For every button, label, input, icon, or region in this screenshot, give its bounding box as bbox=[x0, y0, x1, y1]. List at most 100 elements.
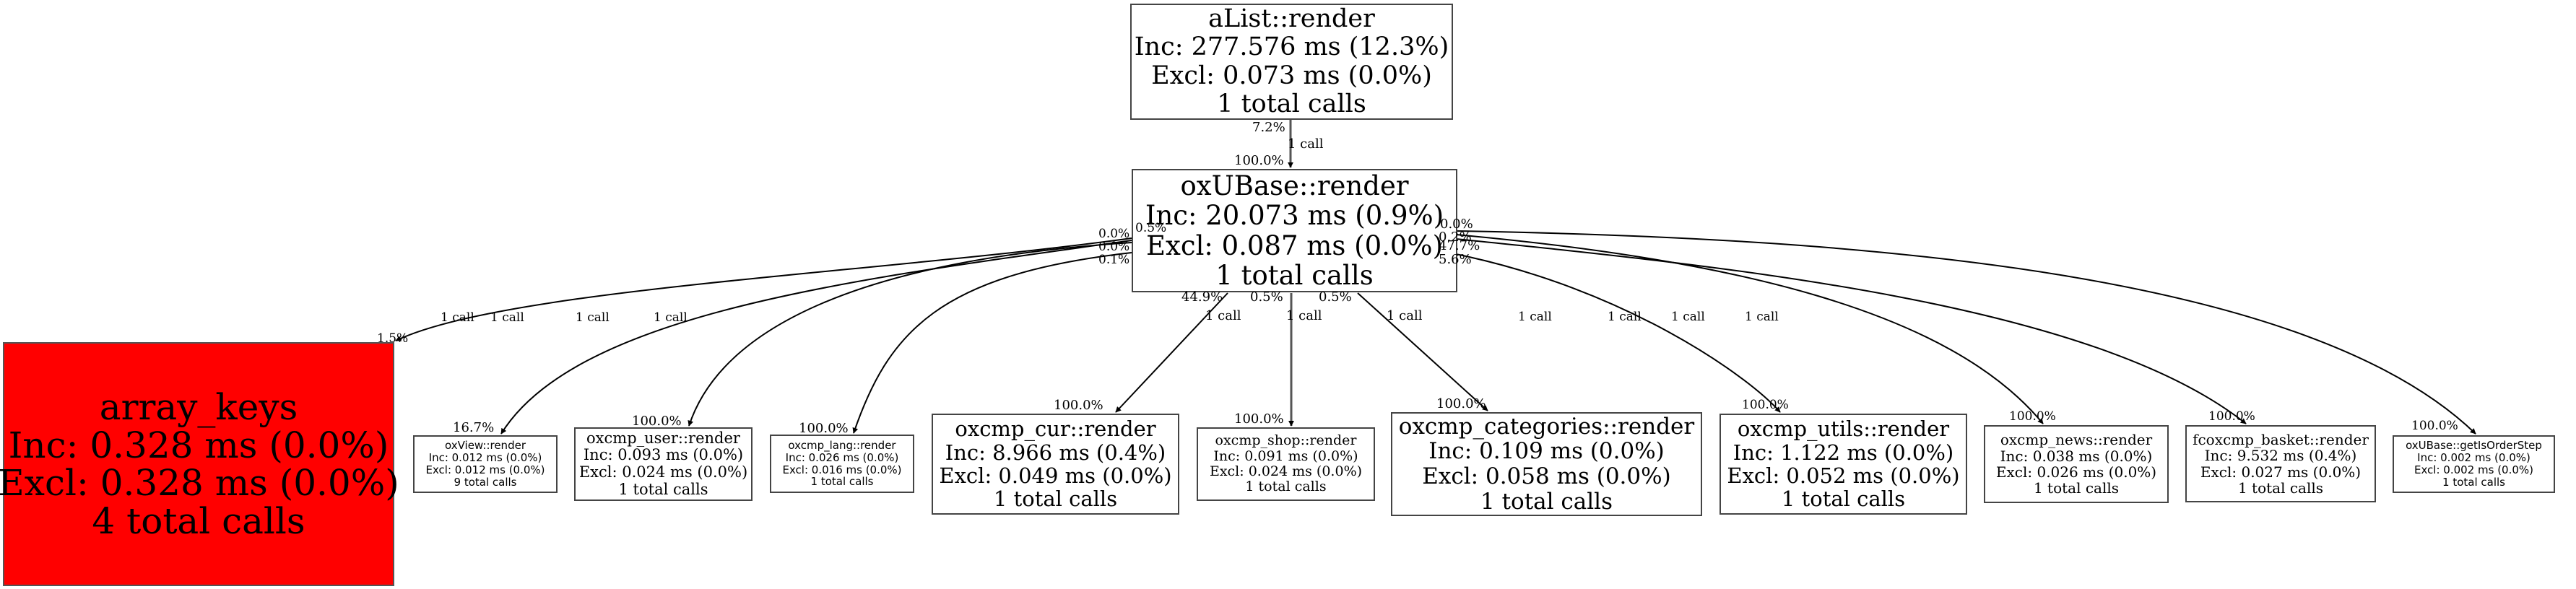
edge-tail-percent: 0.5% bbox=[1135, 221, 1167, 235]
node-exclusive: Excl: 0.052 ms (0.0%) bbox=[1727, 463, 1960, 488]
node-exclusive: Excl: 0.024 ms (0.0%) bbox=[578, 463, 748, 481]
node-title: oxUBase::getIsOrderStep bbox=[2406, 439, 2542, 453]
edge-tail-percent: 7.2% bbox=[1252, 120, 1285, 135]
node-oxcmp-shop-render[interactable]: oxcmp_shop::render Inc: 0.091 ms (0.0%) … bbox=[1197, 427, 1375, 501]
node-inclusive: Inc: 0.328 ms (0.0%) bbox=[8, 424, 389, 466]
edge-oxubase-to-oxview bbox=[500, 240, 1132, 435]
edge-call-label: 1 call bbox=[1288, 136, 1324, 152]
edge-tail-percent: 0.0% bbox=[1098, 227, 1130, 241]
node-calls: 1 total calls bbox=[2237, 479, 2324, 497]
node-inclusive: Inc: 20.073 ms (0.9%) bbox=[1145, 200, 1444, 232]
edge-tail-percent: 0.0% bbox=[1440, 217, 1473, 232]
node-oxcmp-lang-render[interactable]: oxcmp_lang::render Inc: 0.026 ms (0.0%) … bbox=[770, 435, 914, 493]
edge-oxubase-to-array_keys bbox=[395, 237, 1132, 341]
edge-oxubase-to-lang bbox=[852, 252, 1132, 434]
node-calls: 1 total calls bbox=[2033, 479, 2120, 497]
edge-head-percent: 1.5% bbox=[377, 331, 409, 346]
edge-oxubase-to-cur bbox=[1115, 292, 1228, 413]
edge-head-percent: 100.0% bbox=[2208, 409, 2255, 424]
node-inclusive: Inc: 0.091 ms (0.0%) bbox=[1213, 448, 1358, 464]
node-calls: 4 total calls bbox=[92, 499, 305, 542]
node-exclusive: Excl: 0.087 ms (0.0%) bbox=[1145, 230, 1444, 261]
edge-tail-percent: 0.5% bbox=[1319, 289, 1352, 305]
edge-head-percent: 100.0% bbox=[1234, 411, 1284, 427]
node-exclusive: Excl: 0.026 ms (0.0%) bbox=[1995, 463, 2157, 481]
edge-oxubase-to-basket bbox=[1455, 238, 2247, 424]
edge-tail-percent: 0.2% bbox=[1439, 230, 1472, 245]
node-oxcmp-categories-render[interactable]: oxcmp_categories::render Inc: 0.109 ms (… bbox=[1391, 412, 1702, 516]
edge-oxubase-to-user bbox=[688, 242, 1132, 427]
node-fcoxcmp-basket-render[interactable]: fcoxcmp_basket::render Inc: 9.532 ms (0.… bbox=[2185, 425, 2376, 502]
edge-head-percent: 100.0% bbox=[799, 421, 849, 436]
node-exclusive: Excl: 0.002 ms (0.0%) bbox=[2414, 463, 2534, 476]
node-inclusive: Inc: 0.026 ms (0.0%) bbox=[785, 450, 899, 464]
edge-head-percent: 100.0% bbox=[632, 414, 682, 429]
node-inclusive: Inc: 0.093 ms (0.0%) bbox=[583, 446, 744, 464]
node-alist-render[interactable]: aList::render Inc: 277.576 ms (12.3%) Ex… bbox=[1130, 4, 1453, 120]
node-exclusive: Excl: 0.058 ms (0.0%) bbox=[1422, 463, 1671, 489]
edge-call-label: 1 call bbox=[441, 310, 474, 325]
node-title: aList::render bbox=[1208, 4, 1375, 34]
node-title: oxcmp_news::render bbox=[2000, 431, 2153, 449]
node-oxcmp-user-render[interactable]: oxcmp_user::render Inc: 0.093 ms (0.0%) … bbox=[574, 427, 753, 501]
edge-head-percent: 100.0% bbox=[2411, 419, 2458, 433]
node-title: oxcmp_shop::render bbox=[1215, 432, 1357, 449]
edge-call-label: 1 call bbox=[1608, 310, 1642, 324]
node-calls: 1 total calls bbox=[2442, 475, 2505, 489]
node-inclusive: Inc: 277.576 ms (12.3%) bbox=[1134, 32, 1449, 62]
edge-oxubase-to-utils bbox=[1455, 253, 1781, 413]
edge-tail-percent: 47.7% bbox=[1439, 238, 1480, 253]
edge-tail-percent: 44.9% bbox=[1181, 289, 1223, 305]
node-title: array_keys bbox=[99, 386, 298, 428]
edge-call-label: 1 call bbox=[1745, 310, 1779, 324]
node-array-keys[interactable]: array_keys Inc: 0.328 ms (0.0%) Excl: 0.… bbox=[0, 342, 399, 586]
node-calls: 1 total calls bbox=[810, 475, 874, 489]
node-inclusive: Inc: 0.002 ms (0.0%) bbox=[2417, 451, 2531, 465]
edge-oxubase-to-orderstep bbox=[1455, 230, 2476, 435]
edge-head-percent: 100.0% bbox=[2009, 409, 2056, 424]
node-exclusive: Excl: 0.016 ms (0.0%) bbox=[782, 463, 902, 476]
node-oxcmp-news-render[interactable]: oxcmp_news::render Inc: 0.038 ms (0.0%) … bbox=[1984, 425, 2169, 503]
node-title: oxcmp_lang::render bbox=[788, 438, 896, 452]
node-title: oxcmp_cur::render bbox=[955, 416, 1156, 442]
node-oxubase-render[interactable]: oxUBase::render Inc: 20.073 ms (0.9%) Ex… bbox=[1132, 169, 1457, 292]
node-calls: 1 total calls bbox=[1217, 89, 1366, 118]
node-inclusive: Inc: 0.109 ms (0.0%) bbox=[1428, 438, 1665, 465]
edge-call-label: 1 call bbox=[1518, 310, 1552, 324]
edge-oxubase-to-news bbox=[1455, 234, 2044, 424]
node-inclusive: Inc: 0.038 ms (0.0%) bbox=[2000, 447, 2153, 465]
node-title: fcoxcmp_basket::render bbox=[2193, 430, 2369, 448]
node-exclusive: Excl: 0.328 ms (0.0%) bbox=[0, 462, 399, 504]
node-inclusive: Inc: 0.012 ms (0.0%) bbox=[428, 451, 542, 465]
edge-call-label: 1 call bbox=[1205, 308, 1241, 323]
edge-call-label: 1 call bbox=[1286, 308, 1322, 323]
node-exclusive: Excl: 0.049 ms (0.0%) bbox=[939, 463, 1172, 488]
edge-call-label: 1 call bbox=[576, 310, 610, 325]
node-exclusive: Excl: 0.012 ms (0.0%) bbox=[425, 463, 545, 476]
node-oxcmp-utils-render[interactable]: oxcmp_utils::render Inc: 1.122 ms (0.0%)… bbox=[1719, 414, 1967, 515]
node-oxubase-getisorderstep[interactable]: oxUBase::getIsOrderStep Inc: 0.002 ms (0… bbox=[2393, 435, 2555, 493]
node-calls: 1 total calls bbox=[1781, 487, 1906, 512]
edge-call-label: 1 call bbox=[490, 310, 524, 325]
edge-tail-percent: 5.6% bbox=[1439, 252, 1472, 267]
edge-tail-percent: 0.0% bbox=[1098, 240, 1130, 254]
node-calls: 1 total calls bbox=[1480, 488, 1613, 515]
node-title: oxcmp_categories::render bbox=[1398, 413, 1695, 440]
node-calls: 1 total calls bbox=[993, 487, 1118, 512]
node-inclusive: Inc: 9.532 ms (0.4%) bbox=[2204, 447, 2357, 465]
node-exclusive: Excl: 0.073 ms (0.0%) bbox=[1151, 61, 1432, 90]
node-calls: 9 total calls bbox=[454, 475, 517, 489]
edge-head-percent: 100.0% bbox=[1234, 153, 1284, 168]
edge-head-percent: 16.7% bbox=[453, 420, 495, 435]
node-calls: 1 total calls bbox=[618, 480, 708, 498]
node-title: oxcmp_utils::render bbox=[1737, 416, 1950, 442]
node-oxview-render[interactable]: oxView::render Inc: 0.012 ms (0.0%) Excl… bbox=[413, 435, 558, 493]
node-title: oxView::render bbox=[445, 439, 526, 453]
node-title: oxcmp_user::render bbox=[586, 429, 740, 447]
node-calls: 1 total calls bbox=[1245, 479, 1327, 495]
edge-call-label: 1 call bbox=[1387, 308, 1423, 323]
node-title: oxUBase::render bbox=[1180, 170, 1409, 201]
edge-head-percent: 100.0% bbox=[1436, 396, 1486, 411]
node-oxcmp-cur-render[interactable]: oxcmp_cur::render Inc: 8.966 ms (0.4%) E… bbox=[932, 414, 1179, 515]
